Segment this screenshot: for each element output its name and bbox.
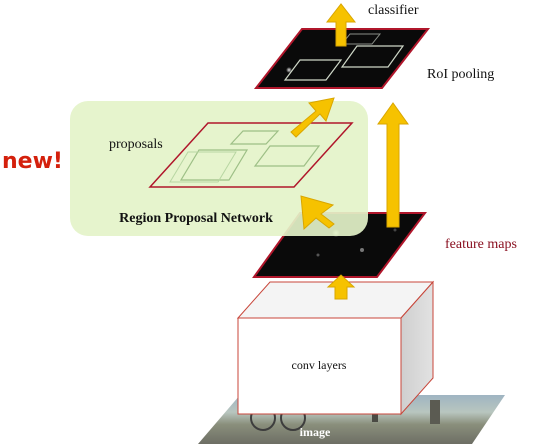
arrow-features-to-rpn-icon — [300, 195, 335, 231]
arrow-rpn-to-roi-icon — [290, 97, 335, 138]
roi-pooling-label: RoI pooling — [427, 67, 494, 82]
proposals-label: proposals — [109, 137, 163, 152]
rpn-label: Region Proposal Network — [119, 211, 273, 226]
feature-maps-label: feature maps — [445, 237, 517, 252]
image-label: image — [300, 425, 331, 439]
classifier-label: classifier — [368, 3, 419, 18]
new-badge: new! — [2, 149, 63, 174]
conv-layers-label: conv layers — [292, 358, 347, 372]
arrow-conv-to-features-icon — [326, 274, 356, 300]
conv-layers-block: conv layers — [236, 280, 435, 416]
arrow-features-to-roi-icon — [377, 102, 409, 228]
arrow-roi-to-classifier-icon — [325, 3, 357, 47]
roi-pooling-map: RoI pooling — [253, 28, 494, 89]
